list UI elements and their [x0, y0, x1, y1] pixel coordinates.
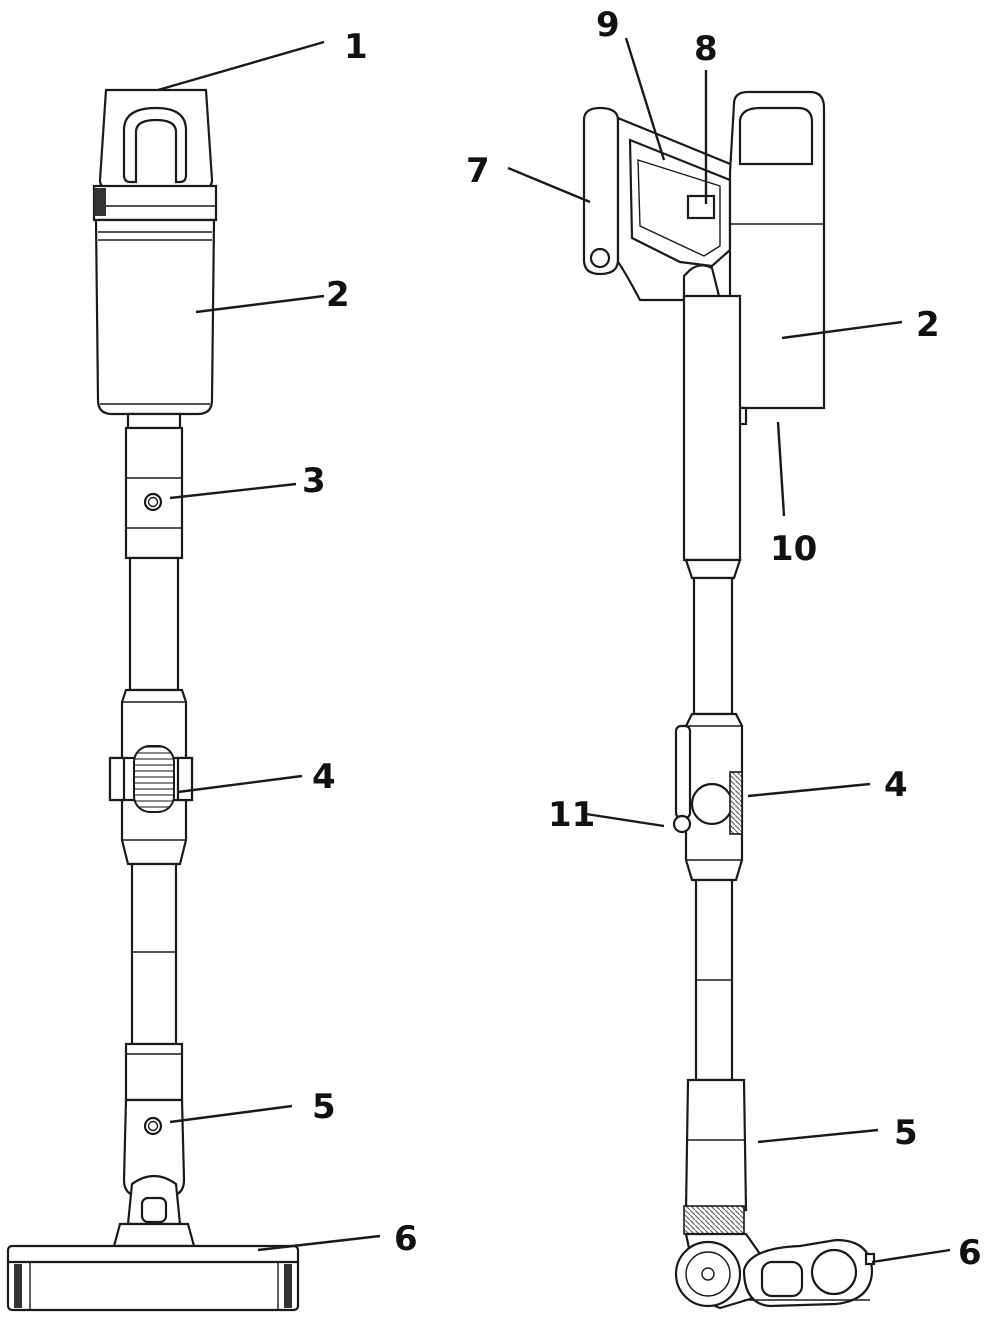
- right-view-vacuum: [582, 90, 876, 1310]
- middle-connector: [108, 688, 194, 866]
- label-2-right: 2: [916, 305, 940, 345]
- lower-tube-side: [683, 878, 748, 1235]
- label-9: 9: [596, 5, 620, 45]
- label-6-right: 6: [958, 1233, 982, 1273]
- motor-body: [94, 218, 216, 416]
- label-4-right: 4: [884, 765, 908, 805]
- label-5: 5: [312, 1087, 336, 1127]
- leader-lines: [157, 37, 951, 1264]
- label-8: 8: [694, 29, 718, 69]
- handle-frame: [616, 116, 742, 302]
- handle-shaft: [682, 294, 742, 716]
- top-handle: [92, 88, 218, 222]
- upper-tube: [124, 412, 184, 692]
- label-6: 6: [394, 1219, 418, 1259]
- label-11: 11: [548, 795, 595, 835]
- label-1: 1: [344, 27, 368, 67]
- label-4: 4: [312, 757, 336, 797]
- middle-connector-side: [672, 712, 744, 882]
- label-2: 2: [326, 275, 350, 315]
- floor-head: [6, 1244, 300, 1312]
- lower-tube: [122, 862, 186, 1198]
- label-5-right: 5: [894, 1113, 918, 1153]
- handle-grip: [582, 106, 620, 276]
- left-view-vacuum: [6, 88, 300, 1312]
- label-3: 3: [302, 461, 326, 501]
- label-10: 10: [770, 529, 817, 569]
- left-labels: 1 2 3 4 5 6: [302, 27, 418, 1259]
- floor-head-side: [674, 1232, 876, 1310]
- floor-head-neck: [112, 1174, 196, 1248]
- right-labels: 9 8 7 2 10 4 11 5 6: [466, 5, 982, 1273]
- label-7: 7: [466, 151, 490, 191]
